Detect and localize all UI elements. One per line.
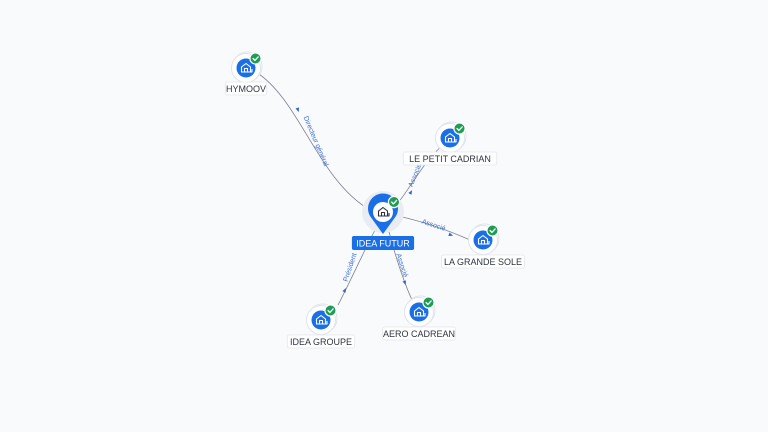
verified-check-icon: [486, 224, 499, 237]
edge-line: [255, 71, 371, 211]
node-hymoov[interactable]: HYMOOV: [224, 51, 268, 96]
node-label: IDEA GROUPE: [290, 337, 352, 347]
graph-nodes: HYMOOV LE PETIT CADRIAN LA GRANDE SOLE AERO…: [224, 51, 525, 349]
building-icon: [377, 206, 390, 217]
node-la-grande-sole[interactable]: LA GRANDE SOLE: [441, 223, 525, 269]
center-node-label: IDEA FUTUR: [356, 239, 410, 249]
verified-check-icon: [249, 52, 262, 65]
building-icon: [477, 234, 490, 245]
node-idea-groupe[interactable]: IDEA GROUPE: [286, 303, 356, 349]
edge-line: [397, 215, 471, 241]
node-label-box: [286, 334, 356, 349]
node-label-box: [402, 151, 498, 166]
edge-relation-label: Associé: [394, 253, 408, 279]
node-label-box: [382, 326, 456, 341]
verified-check-icon: [387, 195, 401, 209]
verified-check-icon: [324, 304, 337, 317]
edge-relation-label: Associé: [408, 163, 424, 188]
node-le-petit-cadrian[interactable]: LE PETIT CADRIAN: [402, 121, 498, 166]
edge-hymoov: Directeur général: [255, 71, 371, 211]
edge-arrow-icon: [342, 288, 347, 293]
building-icon: [413, 306, 426, 317]
edge-line: [387, 227, 413, 301]
building-icon: [240, 62, 253, 73]
node-label: LA GRANDE SOLE: [444, 257, 522, 267]
edge-arrow-icon: [295, 107, 299, 113]
building-icon: [315, 314, 328, 325]
node-label: LE PETIT CADRIAN: [409, 154, 491, 164]
graph-edges: Directeur généralAssociéAssociéAssociéPr…: [255, 71, 471, 306]
edge-relation-label: Associé: [421, 218, 447, 232]
edge-arrow-icon: [448, 232, 454, 236]
node-label-box: [441, 254, 525, 269]
center-node[interactable]: IDEA FUTUR: [351, 191, 415, 250]
building-icon: [444, 132, 457, 143]
verified-check-icon: [453, 122, 466, 135]
edge-line: [397, 145, 443, 204]
node-label-box: [224, 81, 268, 96]
node-aero-cadrean[interactable]: AERO CADREAN: [382, 295, 456, 341]
node-label: AERO CADREAN: [383, 329, 455, 339]
edge-arrow-icon: [408, 190, 413, 195]
edge-arrow-icon: [402, 280, 406, 286]
edge-relation-label: Directeur général: [302, 115, 330, 168]
node-label: HYMOOV: [226, 84, 266, 94]
center-label-box: [351, 236, 415, 250]
verified-check-icon: [422, 296, 435, 309]
